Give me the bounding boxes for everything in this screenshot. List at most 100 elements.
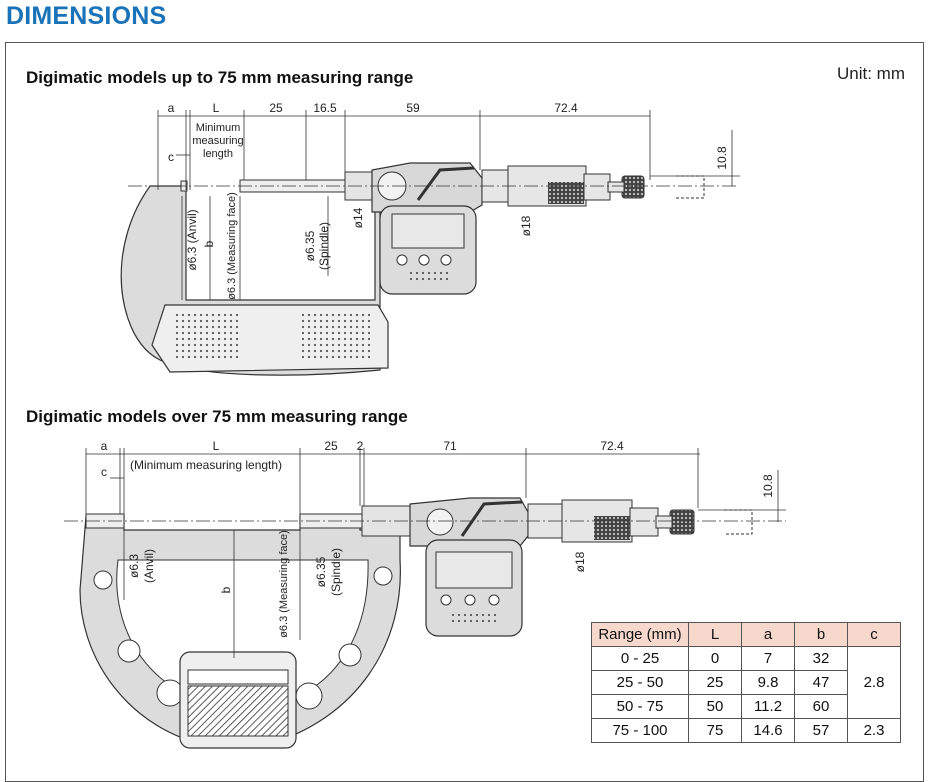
top-face-label: ø6.3 (Measuring face): [226, 192, 238, 300]
bottom-spindle-dia: ø6.35: [314, 556, 328, 587]
top-dim-18: ø18: [519, 215, 533, 236]
header-range: Range (mm): [591, 622, 689, 647]
cell-a: 11.2: [741, 694, 795, 719]
cell-range: 75 - 100: [591, 718, 689, 743]
bottom-frame-hole-2: [117, 639, 141, 663]
cell-c: 2.8: [847, 646, 901, 719]
cell-range: 25 - 50: [591, 670, 689, 695]
bottom-dim-c: c: [101, 465, 107, 479]
top-dim-16-5: 16.5: [313, 101, 337, 115]
top-min-line3: length: [203, 148, 233, 160]
cell-a: 9.8: [741, 670, 795, 695]
bottom-lcd: [435, 551, 513, 589]
bottom-ratchet-knob: [669, 509, 695, 535]
bottom-dim-a: a: [101, 439, 108, 453]
cell-L: 25: [688, 670, 742, 695]
bottom-dim-b: b: [219, 586, 233, 593]
bottom-section-heading: Digimatic models over 75 mm measuring ra…: [26, 407, 408, 426]
range-table: Range (mm) L a b c 0 - 25 0 7 32 2.8 25 …: [591, 622, 901, 743]
bottom-dim-18: ø18: [573, 551, 587, 572]
bottom-insulator-top: [187, 669, 289, 685]
top-dim-14: ø14: [351, 207, 365, 228]
cell-b: 60: [794, 694, 848, 719]
top-micrometer: a L 25 16.5 59 72.4 c Minimum measuring …: [120, 101, 740, 376]
top-button-2: [418, 254, 430, 266]
bottom-ratchet-neck: [655, 515, 673, 529]
bottom-button-1: [440, 594, 452, 606]
bottom-thimble-knurl: [594, 516, 630, 540]
header-b: b: [794, 622, 848, 647]
cell-b: 32: [794, 646, 848, 671]
bottom-dim-71: 71: [443, 439, 457, 453]
bottom-micrometer: a L 25 2 71 72.4 c (Minimum measuring le…: [64, 439, 786, 749]
bottom-dim-72-4: 72.4: [600, 439, 624, 453]
top-dim-b: b: [202, 240, 216, 247]
top-insulator-dots-left: [172, 312, 238, 360]
bottom-frame-hole-3: [156, 679, 184, 707]
top-min-line2: measuring: [192, 135, 243, 147]
top-dim-25: 25: [269, 101, 283, 115]
bottom-clamp: [426, 508, 454, 536]
cell-range: 0 - 25: [591, 646, 689, 671]
top-thimble-knurl: [548, 182, 584, 204]
bottom-ratchet: [629, 507, 659, 537]
top-button-3: [440, 254, 452, 266]
top-dim-c: c: [168, 150, 174, 164]
top-dim-10-8: 10.8: [715, 146, 729, 170]
header-c: c: [847, 622, 901, 647]
bottom-frame-hole-6: [295, 682, 323, 710]
top-lcd: [391, 213, 465, 249]
table-row: 0 - 25 0 7 32 2.8: [591, 646, 901, 719]
top-ratchet-knob: [621, 175, 645, 199]
cell-c: 2.3: [847, 718, 901, 743]
top-ratchet: [583, 173, 611, 201]
bottom-min-length: (Minimum measuring length): [130, 458, 282, 472]
top-spindle-label: (Spindle): [317, 222, 331, 270]
bottom-dim-10-8: 10.8: [761, 474, 775, 498]
bottom-frame-hole-4: [373, 566, 393, 586]
cell-a: 7: [741, 646, 795, 671]
top-phantom-cap: [676, 175, 705, 199]
top-section-heading: Digimatic models up to 75 mm measuring r…: [26, 68, 414, 87]
top-ratchet-neck: [607, 181, 625, 193]
top-min-line1: Minimum: [196, 122, 241, 134]
header-a: a: [741, 622, 795, 647]
bottom-insulator-hatch: [187, 685, 289, 737]
top-anvil-label: ø6.3 (Anvil): [185, 209, 199, 270]
table-row: 75 - 100 75 14.6 57 2.3: [591, 718, 901, 743]
top-dim-a: a: [168, 101, 175, 115]
bottom-frame-hole-1: [93, 570, 113, 590]
bottom-dim-25: 25: [324, 439, 338, 453]
top-spindle-dia: ø6.35: [303, 230, 317, 261]
bottom-spindle-label: (Spindle): [329, 548, 343, 596]
bottom-button-3: [488, 594, 500, 606]
bottom-button-2: [464, 594, 476, 606]
cell-L: 50: [688, 694, 742, 719]
bottom-head-stripe: [460, 500, 523, 537]
bottom-anvil-label: (Anvil): [142, 549, 156, 583]
header-L: L: [688, 622, 742, 647]
cell-b: 47: [794, 670, 848, 695]
bottom-anvil-dia: ø6.3: [127, 554, 141, 578]
unit-label: Unit: mm: [837, 64, 905, 83]
cell-b: 57: [794, 718, 848, 743]
cell-range: 50 - 75: [591, 694, 689, 719]
bottom-dim-2: 2: [357, 439, 364, 453]
cell-L: 0: [688, 646, 742, 671]
bottom-frame-hole-5: [338, 643, 362, 667]
table-row: 25 - 50 25 9.8 47: [591, 670, 901, 695]
top-dim-72-4: 72.4: [554, 101, 578, 115]
top-speaker: [408, 270, 448, 282]
range-table-header: Range (mm) L a b c: [591, 622, 901, 647]
top-insulator-dots-right: [302, 312, 374, 360]
top-dim-59: 59: [406, 101, 420, 115]
top-head-stripe: [416, 166, 475, 201]
bottom-dim-L: L: [213, 439, 220, 453]
bottom-speaker: [452, 612, 496, 626]
bottom-phantom-cap: [724, 509, 753, 535]
cell-L: 75: [688, 718, 742, 743]
cell-a: 14.6: [741, 718, 795, 743]
bottom-face-label: ø6.3 (Measuring face): [278, 530, 290, 638]
page-title: DIMENSIONS: [6, 2, 167, 30]
